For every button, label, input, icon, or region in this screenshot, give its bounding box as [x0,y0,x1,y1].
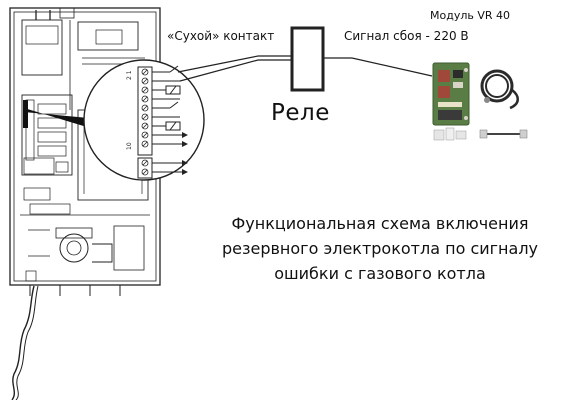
board-terminal-highlight [23,100,28,128]
caption-line-1: Функциональная схема включения [231,214,529,233]
terminal-mark-bottom: 10 [126,142,133,150]
caption-line-2: резервного электрокотла по сигналу [221,239,539,258]
module-label: Модуль VR 40 [430,9,511,22]
fault-signal-label: Сигнал сбоя - 220 В [344,29,469,43]
power-cable-second [15,285,39,400]
power-cable [11,285,35,400]
diagram-caption: Функциональная схема включения резервног… [190,211,570,286]
relay-label: Реле [271,100,330,126]
relay-wiring [177,55,433,82]
caption-line-3: ошибки с газового котла [274,264,486,283]
terminal-mark-top: 2 1 [126,70,133,80]
terminal-zoom-circle: 2 1 10 [83,59,205,181]
boiler-drawing [9,7,161,296]
dry-contact-label: «Сухой» контакт [167,29,275,43]
vr40-module-image [432,62,528,141]
relay-box [290,26,325,92]
